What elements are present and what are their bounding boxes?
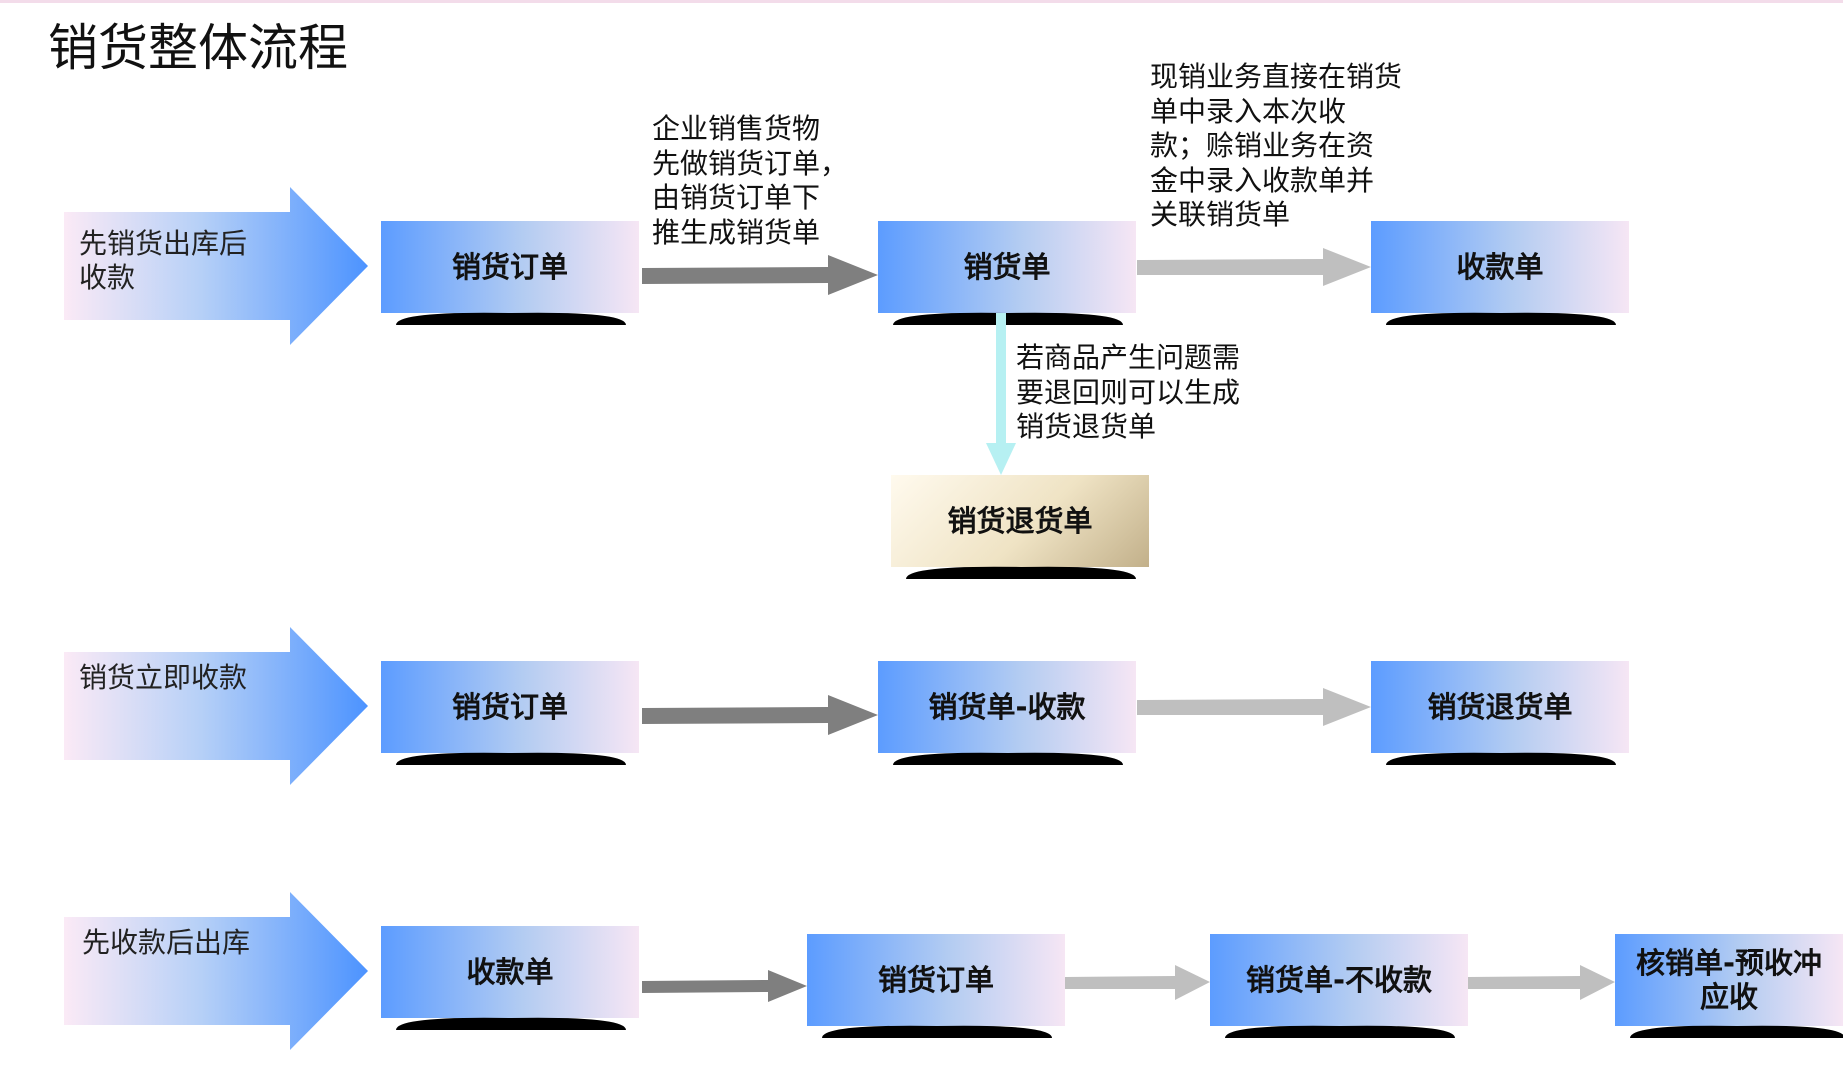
node-label: 销货单	[963, 250, 1051, 284]
node-receipt[interactable]: 收款单	[1371, 221, 1629, 325]
node-sales-bill-no-receipt[interactable]: 销货单-不收款	[1210, 934, 1468, 1038]
arrow-receipt-to-order-3	[642, 970, 807, 1002]
node-label: 收款单	[466, 955, 554, 989]
node-sales-bill[interactable]: 销货单	[878, 221, 1136, 325]
node-label: 核销单-预收冲 应收	[1635, 946, 1823, 1014]
arrow-bill-to-receipt	[1137, 248, 1371, 286]
node-sales-bill-receipt[interactable]: 销货单-收款	[878, 661, 1136, 765]
arrow-bill-to-writeoff-3	[1468, 965, 1615, 1000]
node-label: 销货单-收款	[928, 690, 1086, 724]
arrow-bill-to-return	[986, 313, 1016, 475]
arrow-bill-to-return-2	[1137, 688, 1371, 726]
chevron-arrow-icon	[64, 187, 368, 345]
node-sales-order-2[interactable]: 销货订单	[381, 661, 639, 765]
node-label: 销货单-不收款	[1245, 963, 1433, 997]
node-sales-order-3[interactable]: 销货订单	[807, 934, 1065, 1038]
arrow-order-to-bill-2	[642, 695, 878, 735]
chevron-arrow-icon	[64, 627, 368, 785]
node-writeoff[interactable]: 核销单-预收冲 应收	[1615, 934, 1843, 1038]
row-3-label-arrow: 先收款后出库	[64, 892, 369, 1050]
row-3-label: 先收款后出库	[82, 926, 251, 959]
row-1-label: 先销货出库后 收款	[79, 227, 248, 294]
node-label: 收款单	[1456, 250, 1544, 284]
row-1-label-arrow: 先销货出库后 收款	[64, 187, 369, 345]
note-order-to-bill: 企业销售货物 先做销货订单， 由销货订单下 推生成销货单	[652, 112, 849, 249]
chevron-arrow-icon	[64, 892, 368, 1050]
arrow-order-to-bill-3	[1065, 965, 1210, 1000]
node-label: 销货退货单	[1427, 690, 1573, 724]
arrow-order-to-bill	[642, 255, 878, 295]
top-border	[0, 0, 1843, 3]
node-label: 销货退货单	[947, 504, 1093, 538]
node-sales-return-2[interactable]: 销货退货单	[1371, 661, 1629, 765]
node-label: 销货订单	[451, 690, 568, 724]
note-bill-to-receipt: 现销业务直接在销货 单中录入本次收 款；赊销业务在资 金中录入收款单并 关联销货…	[1150, 60, 1403, 231]
node-receipt-3[interactable]: 收款单	[381, 926, 639, 1030]
node-label: 销货订单	[451, 250, 568, 284]
page-title: 销货整体流程	[48, 19, 348, 77]
node-sales-order[interactable]: 销货订单	[381, 221, 639, 325]
row-2-label-arrow: 销货立即收款	[64, 627, 369, 785]
row-2-label: 销货立即收款	[79, 661, 248, 694]
node-label: 销货订单	[877, 963, 994, 997]
node-sales-return[interactable]: 销货退货单	[891, 475, 1149, 579]
note-return: 若商品产生问题需 要退回则可以生成 销货退货单	[1016, 341, 1241, 443]
